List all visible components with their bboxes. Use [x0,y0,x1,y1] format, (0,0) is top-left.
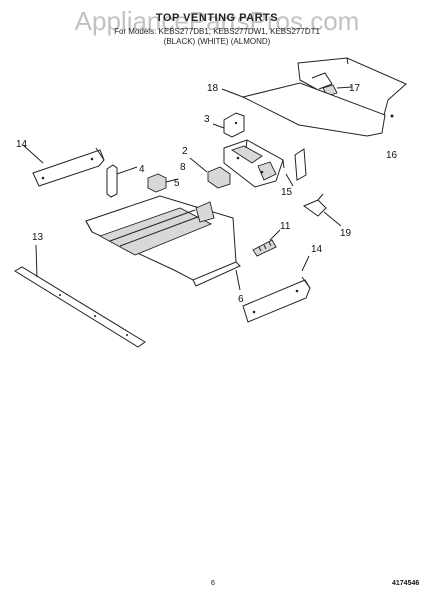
part-2-block [189,157,231,189]
part-4-bracket [106,164,138,198]
part-label-13: 13 [32,232,44,243]
part-label-19: 19 [340,228,352,239]
part-label-2: 2 [182,146,188,157]
part-8-switch [147,173,179,193]
part-14-right-bracket [242,255,311,323]
model-numbers: For Models: KEBS277DB1, KEBS277DW1, KEBS… [114,27,320,36]
document-number: 4174546 [392,580,420,587]
part-label-16: 16 [386,150,398,161]
part-label-14-left: 14 [16,139,28,150]
part-6-vent-duct [85,195,241,291]
part-label-17: 17 [349,83,361,94]
part-3-bracket [212,112,245,138]
page-number: 6 [211,580,215,587]
part-13-rail [14,244,146,348]
part-15-vent-assembly [223,139,307,188]
part-11-terminal-strip [252,229,281,257]
part-label-11: 11 [280,221,291,232]
part-16-top-cover [297,57,407,118]
part-label-14-right: 14 [311,244,323,255]
part-14-left-bracket [22,144,105,187]
part-label-3: 3 [204,114,210,125]
part-18-shield-plate [221,82,386,137]
model-colors: (BLACK) (WHITE) (ALMOND) [163,37,271,46]
part-label-5: 5 [174,178,180,189]
part-label-6: 6 [238,294,244,305]
part-label-15: 15 [281,187,293,198]
part-label-18: 18 [207,83,219,94]
part-19-clip [302,193,342,227]
part-label-8: 8 [180,162,186,173]
diagram-title: TOP VENTING PARTS [155,12,279,24]
part-label-4: 4 [139,164,145,175]
